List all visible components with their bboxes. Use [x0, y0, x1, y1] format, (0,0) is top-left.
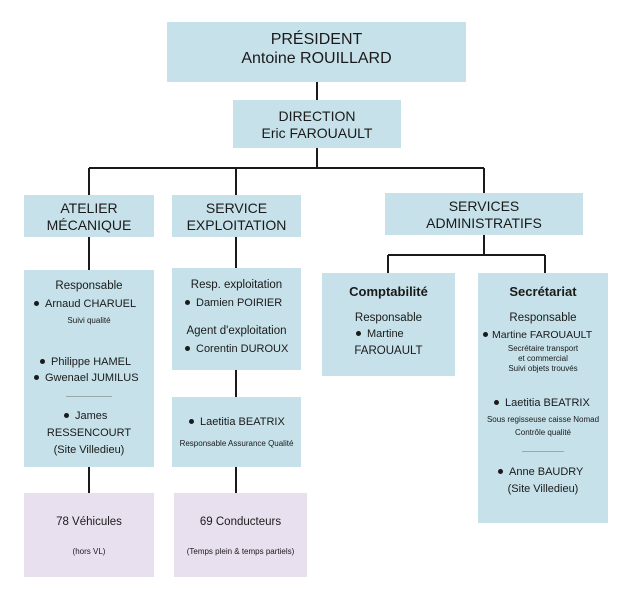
atelier-responsable-label: Responsable [55, 280, 123, 292]
secretariat-farouault-role-1: Secrétaire transport [507, 344, 579, 353]
atelier-person-ressencourt-first: James [75, 410, 108, 422]
exploitation-conducteurs-box: 69 Conducteurs (Temps plein & temps part… [174, 493, 307, 577]
exploitation-person-poirier-name: Damien POIRIER [196, 297, 283, 309]
exploitation-title-line-1: SERVICE [205, 200, 268, 216]
atelier-separator [66, 396, 112, 397]
exploitation-header-box: SERVICE EXPLOITATION [172, 195, 301, 237]
direction-title: DIRECTION [278, 108, 356, 124]
exploitation-beatrix-box: Laetitia BEATRIX Responsable Assurance Q… [172, 397, 301, 467]
secretariat-beatrix-role-2: Contrôle qualité [514, 428, 572, 437]
exploitation-title-line-2: EXPLOITATION [186, 217, 287, 233]
secretariat-person-farouault: Martine FAROUAULT [483, 328, 592, 342]
conducteurs-note: (Temps plein & temps partiels) [186, 547, 295, 556]
secretariat-person-farouault-name: Martine FAROUAULT [492, 329, 593, 341]
comptabilite-title: Comptabilité [349, 284, 428, 299]
exploitation-resp-label: Resp. exploitation [190, 279, 283, 291]
president-box: PRÉSIDENT Antoine ROUILLARD [167, 22, 466, 82]
president-title: PRÉSIDENT [270, 31, 363, 48]
secretariat-farouault-role-3: Suivi objets trouvés [508, 364, 578, 373]
exploitation-person-beatrix: Laetitia BEATRIX [189, 415, 285, 429]
secretariat-resp-label: Responsable [509, 312, 577, 324]
administratifs-title-line-1: SERVICES [448, 198, 520, 214]
bullet-icon [189, 418, 194, 424]
exploitation-person-poirier: Damien POIRIER [185, 296, 282, 310]
atelier-person-hamel-name: Philippe HAMEL [51, 356, 132, 368]
president-name: Antoine ROUILLARD [241, 50, 392, 67]
secretariat-separator [522, 451, 564, 452]
atelier-detail-box: Responsable Arnaud CHARUEL Suivi qualité… [24, 270, 154, 467]
atelier-person-hamel: Philippe HAMEL [40, 355, 131, 369]
secretariat-person-beatrix: Laetitia BEATRIX [494, 396, 590, 410]
atelier-ressencourt-site: (Site Villedieu) [53, 444, 125, 456]
vehicules-note: (hors VL) [72, 547, 106, 556]
comptabilite-box: Comptabilité Responsable Martine FAROUAU… [322, 273, 455, 376]
atelier-person-jumilus-name: Gwenael JUMILUS [45, 372, 139, 384]
comptabilite-person-last: FAROUAULT [354, 345, 423, 357]
atelier-ressencourt-last: RESSENCOURT [46, 427, 132, 439]
bullet-icon [483, 331, 488, 337]
secretariat-farouault-role-2: et commercial [518, 354, 568, 363]
secretariat-person-baudry-name: Anne BAUDRY [509, 466, 584, 478]
secretariat-title: Secrétariat [509, 284, 577, 299]
comptabilite-person-first: Martine [367, 328, 404, 340]
administratifs-title-line-2: ADMINISTRATIFS [426, 215, 542, 231]
exploitation-beatrix-role: Responsable Assurance Qualité [179, 439, 294, 448]
secretariat-baudry-site: (Site Villedieu) [507, 483, 579, 495]
atelier-person-jumilus: Gwenael JUMILUS [34, 371, 139, 385]
bullet-icon [40, 358, 45, 364]
atelier-title-line-2: MÉCANIQUE [46, 217, 132, 233]
bullet-icon [494, 399, 499, 405]
atelier-header-box: ATELIER MÉCANIQUE [24, 195, 154, 237]
atelier-title-line-1: ATELIER [60, 200, 118, 216]
conducteurs-count: 69 Conducteurs [199, 516, 282, 528]
atelier-person-charuel: Arnaud CHARUEL [34, 297, 136, 311]
exploitation-person-duroux: Corentin DUROUX [185, 342, 288, 356]
direction-name: Eric FAROUAULT [261, 125, 373, 141]
exploitation-detail-box: Resp. exploitation Damien POIRIER Agent … [172, 268, 301, 370]
secretariat-person-beatrix-name: Laetitia BEATRIX [505, 397, 590, 409]
secretariat-person-baudry: Anne BAUDRY [498, 465, 583, 479]
bullet-icon [356, 330, 361, 336]
atelier-person-ressencourt: James [64, 409, 107, 423]
exploitation-person-duroux-name: Corentin DUROUX [196, 343, 289, 355]
atelier-vehicules-box: 78 Véhicules (hors VL) [24, 493, 154, 577]
bullet-icon [34, 374, 39, 380]
exploitation-agent-label: Agent d'exploitation [186, 325, 287, 337]
bullet-icon [498, 468, 503, 474]
bullet-icon [185, 299, 190, 305]
bullet-icon [64, 412, 69, 418]
comptabilite-person-martine: Martine [356, 327, 404, 341]
bullet-icon [34, 300, 39, 306]
administratifs-header-box: SERVICES ADMINISTRATIFS [385, 193, 583, 235]
atelier-person-charuel-name: Arnaud CHARUEL [45, 298, 137, 310]
direction-box: DIRECTION Eric FAROUAULT [233, 100, 401, 148]
bullet-icon [185, 345, 190, 351]
vehicules-count: 78 Véhicules [56, 516, 122, 528]
atelier-charuel-role: Suivi qualité [67, 316, 111, 325]
exploitation-person-beatrix-name: Laetitia BEATRIX [200, 416, 285, 428]
comptabilite-resp-label: Responsable [354, 312, 423, 324]
secretariat-box: Secrétariat Responsable Martine FAROUAUL… [478, 273, 608, 523]
secretariat-beatrix-role-1: Sous regisseuse caisse Nomad [486, 415, 600, 424]
